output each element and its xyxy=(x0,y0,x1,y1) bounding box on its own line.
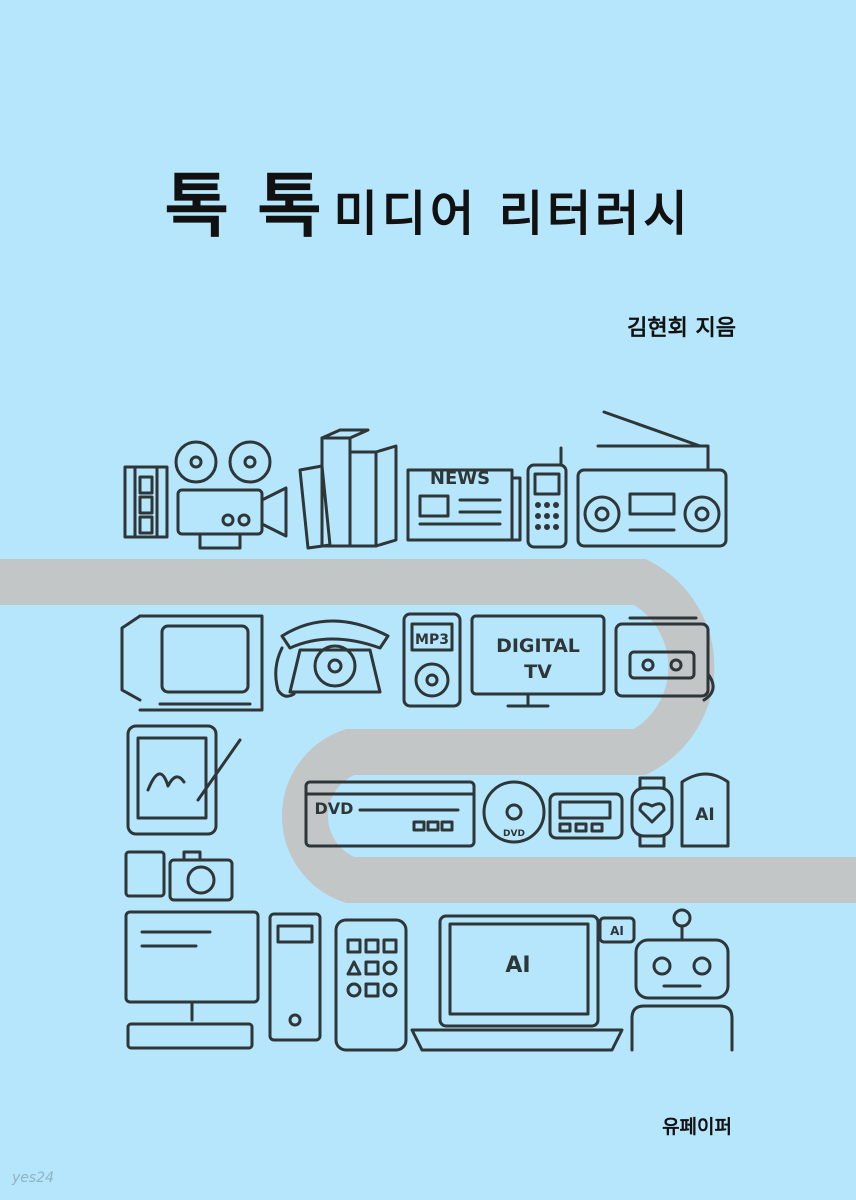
mp3-player-icon xyxy=(402,612,462,708)
robot-icon xyxy=(598,908,734,1052)
dvd-disc-icon xyxy=(482,780,546,844)
rotary-telephone-icon xyxy=(274,619,390,698)
dvd-player-icon xyxy=(304,780,476,848)
cassette-player-icon xyxy=(614,616,715,702)
newspaper-icon xyxy=(406,468,522,542)
mp3-label: MP3 xyxy=(415,632,449,648)
dvd-disc-label: DVD xyxy=(503,829,525,839)
digital-tv-icon xyxy=(470,614,606,708)
movie-projector-icon xyxy=(174,440,288,550)
books-icon xyxy=(298,428,398,550)
mobile-phone-icon xyxy=(526,446,568,549)
digital-tv-label-1: DIGITAL xyxy=(496,635,580,657)
film-strip-icon xyxy=(123,465,169,539)
laptop-label: AI xyxy=(505,953,530,978)
film-camera-icon xyxy=(124,850,234,902)
boombox-radio-icon xyxy=(576,410,728,548)
digital-tv-label-2: TV xyxy=(524,661,552,683)
laptop-icon xyxy=(410,914,624,1052)
desktop-computer-icon xyxy=(124,910,322,1050)
crt-television-icon xyxy=(120,614,264,712)
pager-icon xyxy=(548,792,624,840)
smartphone-apps-icon xyxy=(334,918,408,1052)
title-main: 톡 톡 xyxy=(164,165,324,247)
smartwatch-icon xyxy=(630,776,674,848)
ai-speaker-icon xyxy=(680,772,730,848)
author-name: 김현회 지음 xyxy=(627,316,736,341)
dvd-player-label: DVD xyxy=(315,799,354,818)
watermark: yes24 xyxy=(12,1170,55,1186)
robot-bubble-label: AI xyxy=(610,924,624,938)
tablet-stylus-icon xyxy=(126,724,242,836)
ai-speaker-label: AI xyxy=(695,805,714,825)
publisher-name: 유페이퍼 xyxy=(662,1116,732,1138)
title-sub: 미디어 리터러시 xyxy=(333,186,692,242)
newspaper-label: NEWS xyxy=(430,468,490,489)
